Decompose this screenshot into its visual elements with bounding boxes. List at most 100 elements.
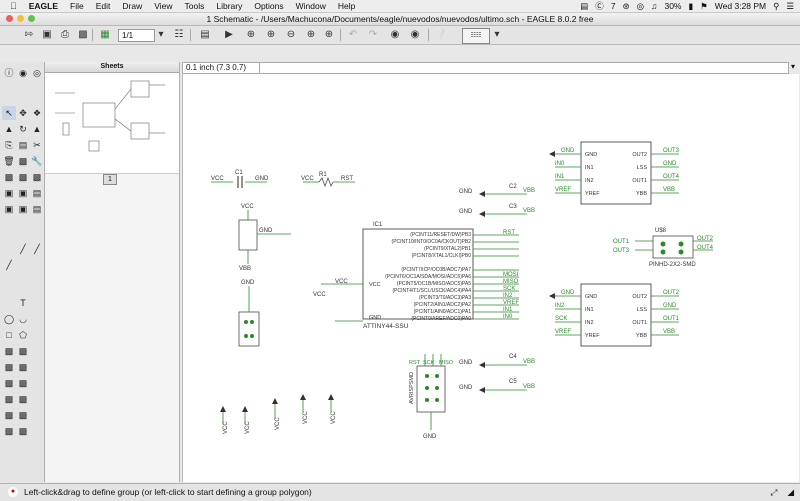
zoom-in-icon[interactable]: ⊕	[266, 29, 276, 40]
add-icon[interactable]: ▩	[18, 156, 28, 166]
paste-icon[interactable]: ⎘	[5, 140, 13, 150]
smash-icon[interactable]: ▣	[4, 188, 14, 198]
info-icon[interactable]: ⓘ	[4, 68, 14, 78]
ulp-icon[interactable]: ☷	[174, 29, 184, 40]
wifi-icon[interactable]: ◎	[636, 0, 645, 11]
polygon-icon[interactable]: ⬠	[19, 330, 27, 340]
design-link-icon[interactable]: ☷☷	[462, 28, 490, 44]
volume-icon[interactable]: ♫	[651, 1, 658, 11]
circle-icon[interactable]: ◯	[3, 314, 15, 324]
design-link-dropdown-icon[interactable]: ▾	[494, 29, 500, 40]
battery-percent[interactable]: 30%	[664, 1, 682, 11]
schematic-canvas[interactable]: IC1 ATTINY44-SSU VCC GND (PCINT11/RESET/…	[182, 74, 799, 482]
pinswap-icon[interactable]: ▤	[32, 204, 42, 214]
menu-help[interactable]: Help	[331, 1, 355, 11]
redraw-icon[interactable]: ⊕	[324, 29, 334, 40]
layer-icon[interactable]: ▩	[4, 426, 14, 436]
undo-icon[interactable]: ↶	[348, 29, 358, 40]
resize-handle-icon[interactable]: ◢	[787, 487, 794, 497]
menu-tools[interactable]: Tools	[177, 1, 205, 11]
show-icon[interactable]: ◉	[19, 68, 27, 78]
arc-icon[interactable]: ◡	[19, 314, 27, 324]
wrench-icon[interactable]: 🔧	[31, 156, 43, 166]
menu-library[interactable]: Library	[209, 1, 242, 11]
miter-icon[interactable]: ▣	[18, 188, 28, 198]
sheet-select[interactable]: 1/1	[118, 29, 155, 42]
value-icon[interactable]: ▩	[32, 172, 42, 182]
align-icon[interactable]: ▲	[32, 124, 42, 134]
stop-status-icon[interactable]: ●	[8, 487, 18, 497]
bus-icon[interactable]: ╱	[6, 260, 12, 270]
command-line-input[interactable]	[259, 62, 789, 74]
hole-icon[interactable]: ▩	[18, 410, 28, 420]
menu-app-name[interactable]: EAGLE	[22, 1, 58, 11]
flag-icon[interactable]: ⚑	[700, 0, 708, 11]
mark-icon[interactable]: ▩	[4, 410, 14, 420]
rect-icon[interactable]: □	[6, 330, 12, 340]
copy-icon[interactable]: ❖	[32, 108, 42, 118]
sheet-thumbnail[interactable]	[45, 73, 179, 174]
apple-icon[interactable]: 	[0, 1, 23, 11]
stop-icon[interactable]: ◉	[390, 29, 400, 40]
erc-icon[interactable]: ▩	[4, 394, 14, 404]
split-icon[interactable]: ▤	[32, 188, 42, 198]
menu-draw[interactable]: Draw	[115, 1, 142, 11]
bluetooth-icon[interactable]: ⊛	[622, 0, 630, 11]
script-icon[interactable]: ▤	[200, 29, 210, 40]
net-icon[interactable]: ╱	[34, 244, 40, 254]
sheet-number[interactable]: 1	[103, 174, 117, 185]
fullscreen-icon[interactable]: ⤢	[770, 487, 778, 497]
menu-file[interactable]: File	[63, 1, 84, 11]
gateswap-icon[interactable]: ▣	[18, 204, 28, 214]
minimize-button[interactable]	[17, 15, 24, 22]
mirror-icon[interactable]: ▲	[4, 124, 14, 134]
zoom-button[interactable]	[28, 15, 35, 22]
close-button[interactable]	[6, 15, 13, 22]
wire-icon[interactable]: ╱	[20, 244, 26, 254]
command-history-dropdown-icon[interactable]: ▾	[790, 62, 795, 71]
search-icon[interactable]: ⚲	[773, 0, 780, 11]
help-icon[interactable]: ❔	[434, 29, 448, 40]
zoom-out-icon[interactable]: ⊖	[286, 29, 296, 40]
clock[interactable]: Wed 3:28 PM	[714, 1, 767, 11]
invoke-icon[interactable]: ▣	[4, 204, 14, 214]
run-icon[interactable]: ▶	[225, 29, 233, 40]
menu-options[interactable]: Options	[247, 1, 283, 11]
zoom-select-icon[interactable]: ⊕	[306, 29, 316, 40]
dimension-icon[interactable]: ▩	[4, 378, 14, 388]
redo-icon[interactable]: ↷	[368, 29, 378, 40]
name-icon[interactable]: ▩	[18, 172, 28, 182]
grid-icon[interactable]: ▩	[18, 426, 28, 436]
display-icon[interactable]: ◎	[33, 68, 41, 78]
save-icon[interactable]: ▣	[42, 29, 52, 40]
battery-icon[interactable]: ▮	[688, 0, 694, 11]
open-icon[interactable]: ⇰	[24, 29, 34, 40]
move-icon[interactable]: ✥	[19, 108, 27, 118]
junction-icon[interactable]: ▩	[18, 346, 28, 356]
rotate-icon[interactable]: ↻	[19, 124, 27, 134]
menu-window[interactable]: Window	[288, 1, 326, 11]
print-icon[interactable]: ⎙	[61, 29, 69, 40]
cam-icon[interactable]: ▩	[78, 29, 88, 40]
frame-icon[interactable]: ▩	[4, 362, 14, 372]
skype-icon[interactable]: Ⓒ	[595, 1, 604, 11]
label-icon[interactable]: ▩	[4, 346, 14, 356]
cut-icon[interactable]: ✂	[33, 140, 41, 150]
group-icon[interactable]: ▤	[18, 140, 28, 150]
menu-list-icon[interactable]: ☰	[786, 0, 794, 11]
errors-icon[interactable]: ▩	[18, 394, 28, 404]
menu-view[interactable]: View	[147, 1, 172, 11]
go-icon[interactable]: ◉	[410, 29, 420, 40]
text-icon[interactable]: T	[20, 298, 26, 308]
menu-edit[interactable]: Edit	[88, 1, 111, 11]
board-icon[interactable]: ▦	[100, 29, 110, 40]
select-arrow-icon[interactable]: ↖	[2, 106, 16, 120]
replace-icon[interactable]: ▩	[4, 172, 14, 182]
screen-icon[interactable]: ▤	[580, 0, 589, 11]
notification-badge[interactable]: 7	[610, 1, 616, 11]
pin-icon[interactable]: ▩	[18, 378, 28, 388]
sheet-dropdown-icon[interactable]: ▾	[158, 29, 164, 40]
delete-icon[interactable]: 🗑	[3, 156, 15, 166]
zoom-fit-icon[interactable]: ⊕	[246, 29, 256, 40]
attribute-icon[interactable]: ▩	[18, 362, 28, 372]
